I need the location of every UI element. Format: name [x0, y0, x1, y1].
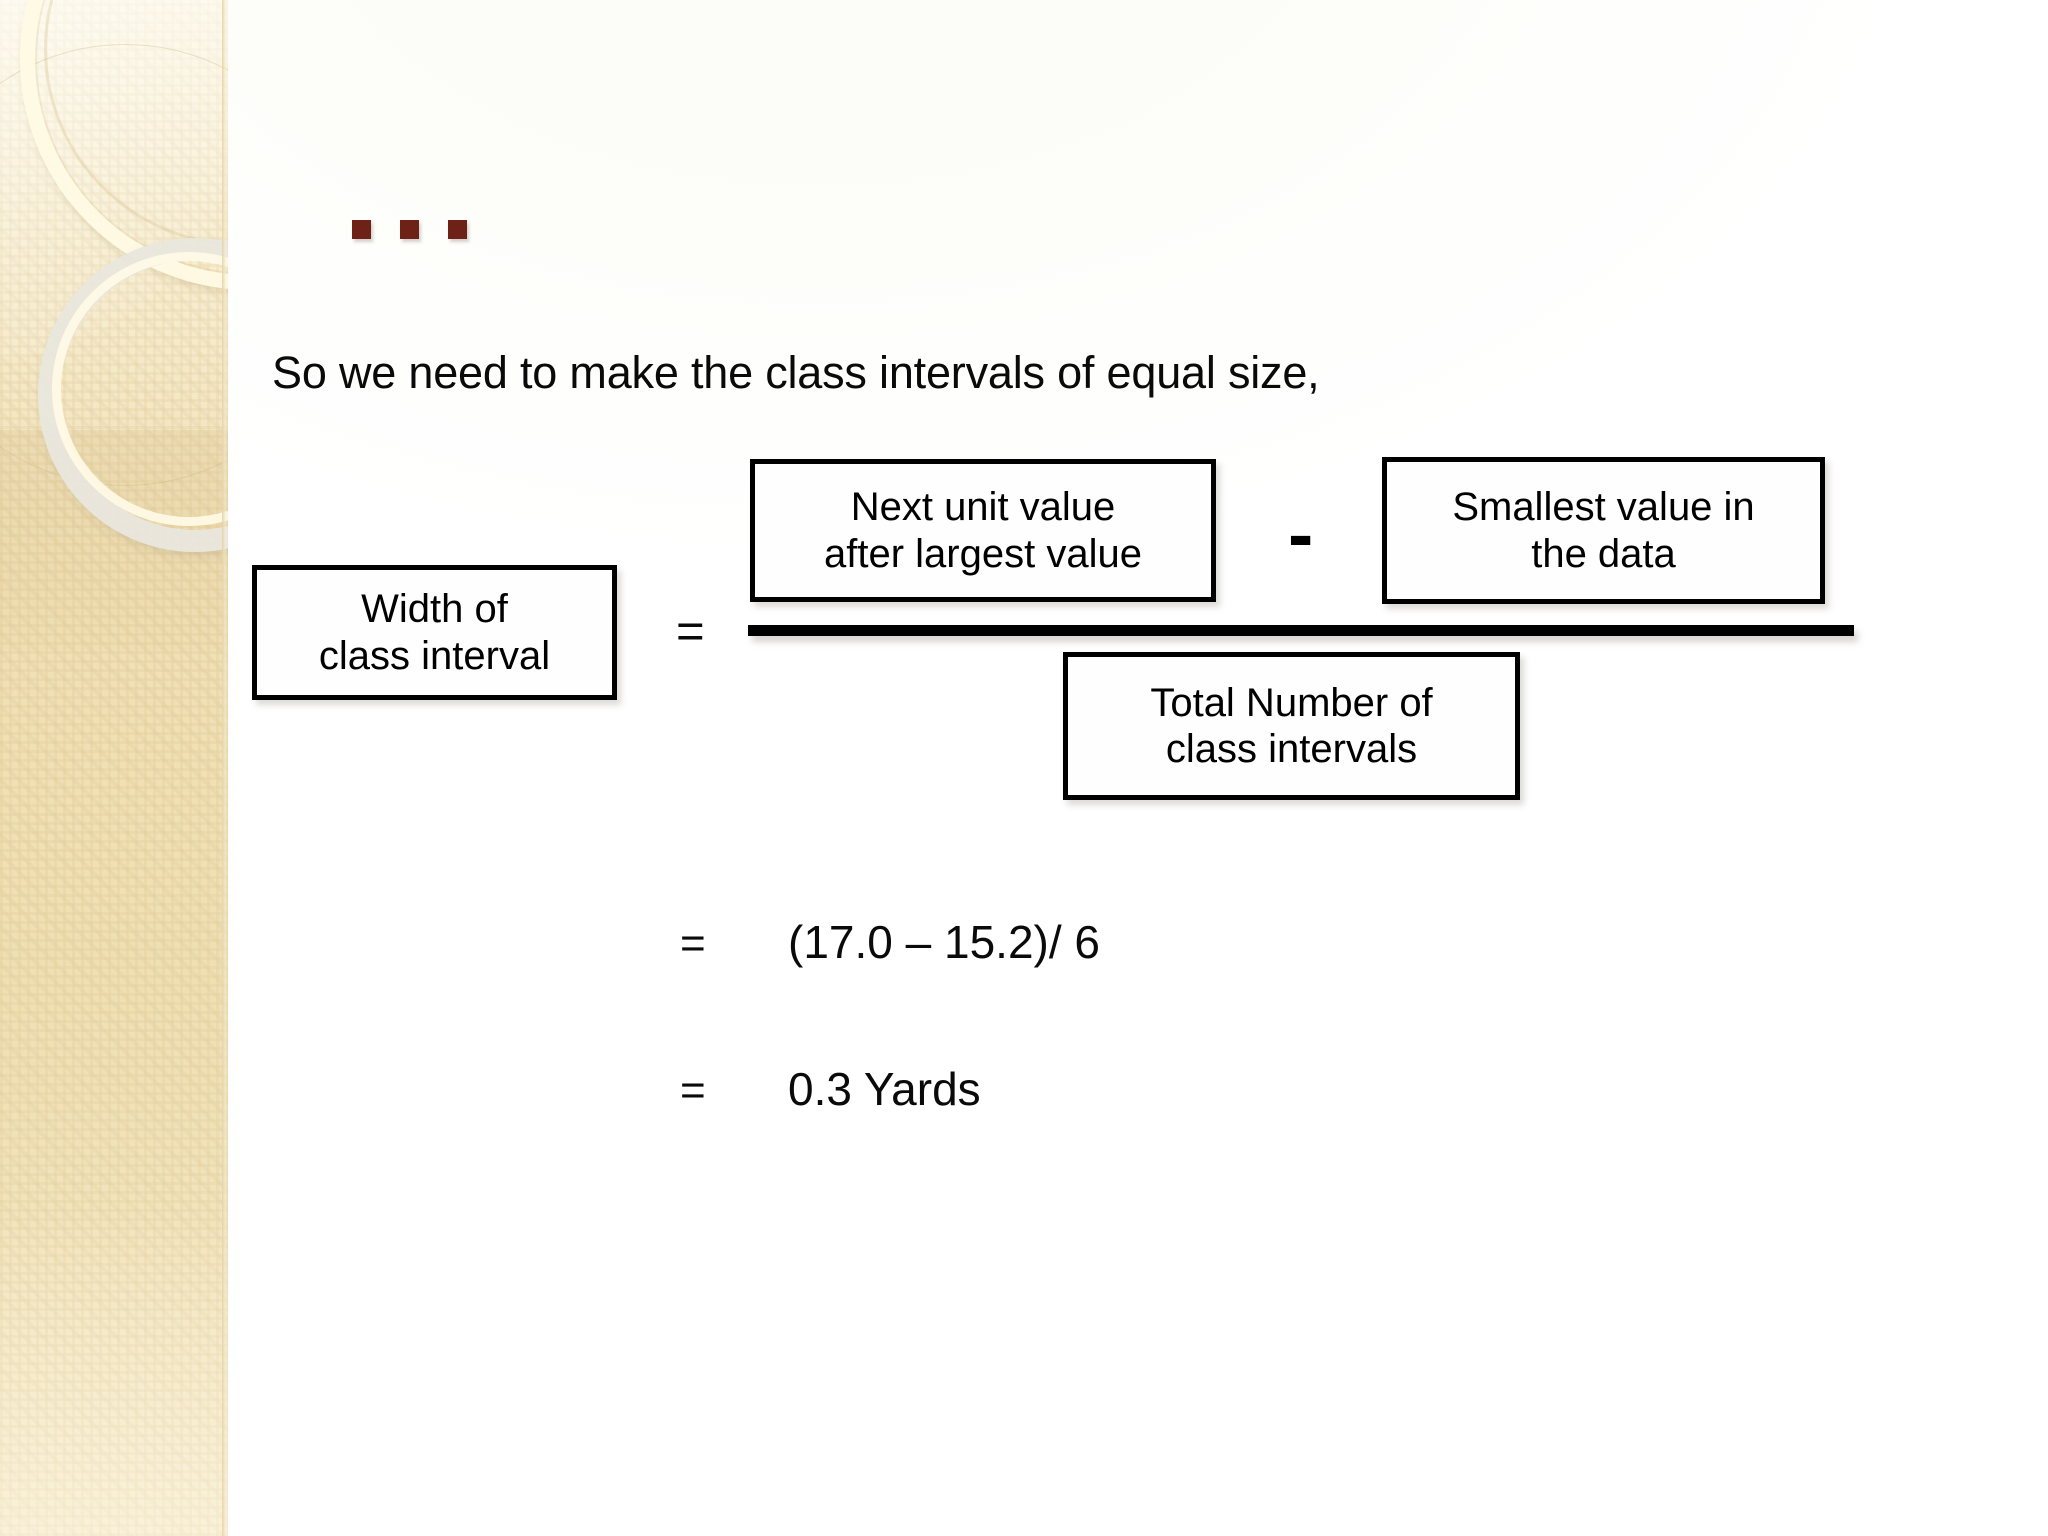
decorative-ring-grey-icon: [38, 238, 228, 552]
total-number-of-class-intervals-box: Total Number of class intervals: [1063, 652, 1520, 800]
next-unit-value-box: Next unit value after largest value: [750, 459, 1216, 602]
sidebar-bottom-wedge: [0, 1206, 228, 1536]
total-number-line-1: Total Number of: [1150, 680, 1433, 725]
formula-minus-sign: -: [1288, 492, 1314, 577]
bullet-group: [352, 220, 467, 239]
result-value-1: (17.0 – 15.2)/ 6: [788, 916, 1100, 968]
decorative-ring-faint-icon: [0, 44, 228, 486]
width-of-class-interval-box: Width of class interval: [252, 565, 617, 700]
smallest-value-line-2: the data: [1531, 531, 1676, 576]
intro-sentence: So we need to make the class intervals o…: [272, 347, 1320, 398]
decorative-ring-large-inner-icon: [44, 0, 228, 246]
decorative-ring-large-icon: [20, 0, 228, 290]
result-row-expression: = (17.0 – 15.2)/ 6: [680, 915, 1100, 969]
total-number-line-2: class intervals: [1165, 727, 1418, 771]
bullet-square-icon-2: [400, 220, 419, 239]
result-equals-1: =: [680, 919, 706, 968]
result-value-2: 0.3 Yards: [788, 1063, 981, 1115]
next-unit-line-2: after largest value: [824, 531, 1142, 576]
width-box-line-2: class interval: [318, 633, 551, 678]
smallest-value-line-1: Smallest value in: [1452, 485, 1755, 530]
sidebar-edge-divider: [222, 0, 228, 1536]
smallest-value-box: Smallest value in the data: [1382, 457, 1825, 604]
bullet-square-icon-3: [448, 220, 467, 239]
fraction-bar: [748, 625, 1854, 636]
bullet-square-icon-1: [352, 220, 371, 239]
formula-equals-sign: =: [676, 605, 705, 659]
width-box-line-1: Width of: [361, 587, 508, 632]
result-row-answer: = 0.3 Yards: [680, 1062, 981, 1116]
sidebar-highlight-wedge: [0, 0, 228, 360]
sidebar-shade-wedge: [0, 430, 228, 650]
next-unit-line-1: Next unit value: [850, 485, 1116, 530]
result-equals-2: =: [680, 1066, 706, 1115]
decorative-ring-small-icon: [52, 252, 228, 526]
decorative-sidebar: [0, 0, 228, 1536]
